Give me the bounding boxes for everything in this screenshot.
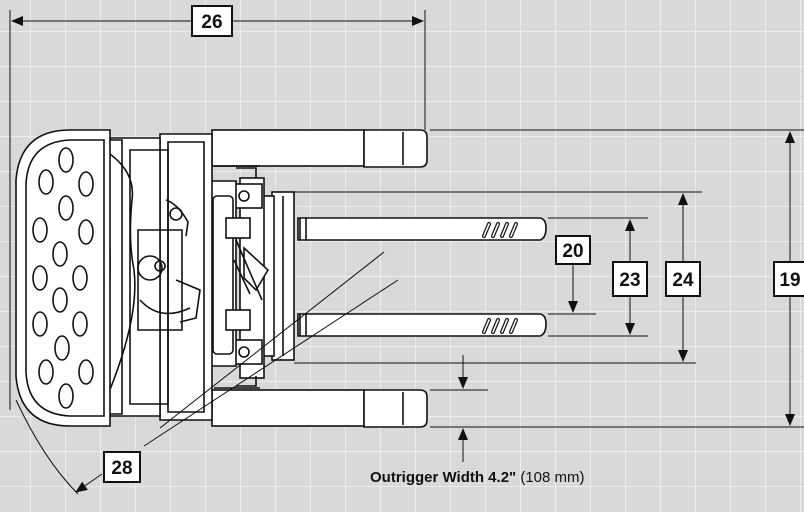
dimension-26-label: 26 bbox=[191, 5, 233, 37]
dimension-20-label: 20 bbox=[555, 235, 591, 265]
lower-outrigger bbox=[211, 389, 428, 428]
dimension-28-text: 28 bbox=[111, 458, 132, 479]
dimension-24-text: 24 bbox=[672, 270, 694, 291]
upper-outrigger bbox=[211, 129, 428, 168]
lower-fork bbox=[297, 313, 547, 337]
dimension-23-text: 23 bbox=[619, 270, 640, 291]
outrigger-width-label: Outrigger Width 4.2" bbox=[370, 469, 516, 486]
dimension-lines bbox=[9, 10, 804, 495]
dimension-26-text: 26 bbox=[201, 12, 222, 33]
dimension-19-text: 19 bbox=[779, 270, 800, 291]
dimension-20-text: 20 bbox=[562, 241, 583, 262]
dimension-28-label: 28 bbox=[103, 451, 141, 483]
rear-hood bbox=[15, 129, 111, 427]
upper-fork bbox=[297, 217, 547, 241]
hood-vent-holes bbox=[32, 147, 94, 409]
forklift-top-view bbox=[15, 129, 547, 428]
truck-chassis bbox=[97, 133, 213, 421]
dimension-23-label: 23 bbox=[612, 261, 648, 297]
outrigger-width-caption: Outrigger Width 4.2" (108 mm) bbox=[370, 469, 585, 486]
dimension-24-label: 24 bbox=[665, 261, 701, 297]
outrigger-width-metric: (108 mm) bbox=[516, 469, 584, 486]
detail-rails bbox=[214, 165, 260, 389]
dimension-19-label: 19 bbox=[773, 261, 804, 297]
